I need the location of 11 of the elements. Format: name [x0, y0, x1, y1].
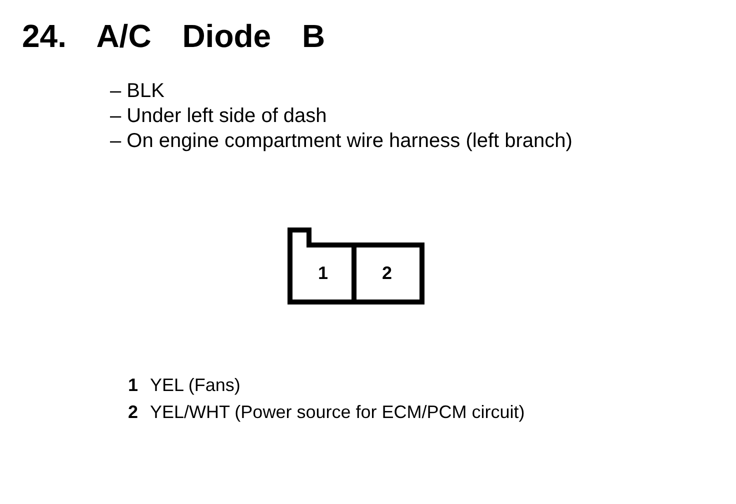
- pin-cavity: 1: [292, 245, 354, 302]
- note-text: – Under left side of dash: [110, 105, 327, 128]
- note-text: – On engine compartment wire harness (left branch): [110, 130, 572, 153]
- pin-number: 1: [128, 375, 138, 396]
- heading: 24. A/C Diode B: [22, 18, 326, 55]
- wire-description: YEL (Fans): [150, 375, 240, 396]
- note-text: – BLK: [110, 80, 164, 103]
- pin-number: 2: [128, 402, 138, 423]
- connector-outline: [287, 227, 425, 305]
- wire-description: YEL/WHT (Power source for ECM/PCM circuit): [150, 402, 525, 423]
- pin-cavity: 2: [354, 245, 420, 302]
